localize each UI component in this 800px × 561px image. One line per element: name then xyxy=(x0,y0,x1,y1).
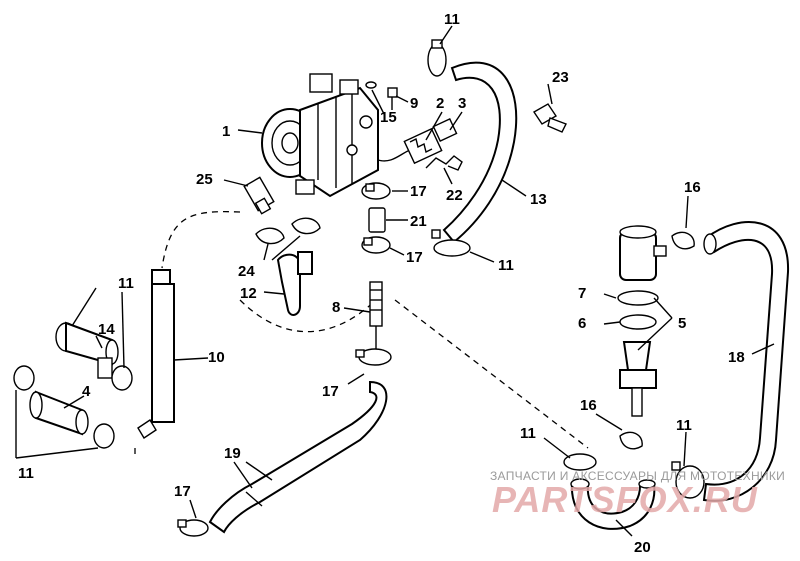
vent-fitting xyxy=(533,103,567,133)
fuel-fitting xyxy=(377,118,458,165)
hose-upper xyxy=(442,61,518,244)
watermark-logo: PARTSFOX.RU xyxy=(492,479,758,520)
elbow-hose-12-stub xyxy=(297,251,313,275)
fitting-4 xyxy=(13,365,115,449)
callout-11-top: 11 xyxy=(444,11,460,28)
o-ring-6 xyxy=(619,314,657,330)
callout-9: 9 xyxy=(410,95,418,112)
callout-11-left: 11 xyxy=(118,275,134,292)
check-valve xyxy=(243,176,275,215)
clamp-filter-17 xyxy=(355,348,392,366)
clamp-16-bottom xyxy=(619,431,643,450)
hose-u-20-end-b xyxy=(638,479,656,489)
callout-6: 6 xyxy=(578,315,586,332)
hose-lower-joint xyxy=(245,491,263,507)
primer-line-10 xyxy=(137,269,175,439)
fuel-route-pump-to-filter xyxy=(239,297,379,333)
clamp-mid xyxy=(431,229,471,257)
callout-19: 19 xyxy=(224,445,241,462)
fitting-14 xyxy=(55,321,133,391)
callout-5: 5 xyxy=(678,315,686,332)
callout-17-a: 17 xyxy=(410,183,427,200)
leader-lines xyxy=(15,25,775,537)
callout-20: 20 xyxy=(634,539,651,556)
callout-4: 4 xyxy=(82,383,91,400)
callout-11-bottom-right: 11 xyxy=(676,417,692,434)
callout-11-mid: 11 xyxy=(498,257,514,274)
hose-u-20-end-a xyxy=(570,478,590,490)
callout-3: 3 xyxy=(458,95,466,112)
callout-2: 2 xyxy=(436,95,444,112)
hose-right-18 xyxy=(702,221,790,502)
fuel-route-diagonal xyxy=(394,299,589,449)
clamp-upper-17 xyxy=(361,182,391,200)
hose-lower xyxy=(208,380,388,534)
wire-clip xyxy=(425,155,463,171)
fuel-route-left-loop xyxy=(161,211,241,269)
clamp-bottom-right xyxy=(671,461,705,499)
washer xyxy=(365,81,377,89)
fuel-pump-assembly xyxy=(261,73,379,198)
fuel-filter-5 xyxy=(619,225,667,417)
callout-17-d: 17 xyxy=(174,483,191,500)
callout-7: 7 xyxy=(578,285,586,302)
screw xyxy=(387,87,398,110)
callout-22: 22 xyxy=(446,187,463,204)
hose-short-21 xyxy=(368,207,386,233)
clamp-16-right xyxy=(671,231,695,250)
callout-15: 15 xyxy=(380,109,397,126)
clamp-bottom-mid xyxy=(563,453,597,471)
callout-11-bottom-left: 11 xyxy=(18,465,34,482)
callout-16-right: 16 xyxy=(684,179,701,196)
clamp-bottom-17 xyxy=(177,519,209,537)
callout-18: 18 xyxy=(728,349,745,366)
clamp-pair-24 xyxy=(255,217,321,245)
o-ring-7 xyxy=(617,290,659,306)
inline-filter xyxy=(369,281,383,352)
callout-14: 14 xyxy=(98,321,115,338)
clamp-top xyxy=(427,39,447,77)
callout-1: 1 xyxy=(222,123,230,140)
callout-10: 10 xyxy=(208,349,225,366)
callout-16-bottom: 16 xyxy=(580,397,597,414)
clamp-lower-17 xyxy=(361,236,391,254)
callout-23: 23 xyxy=(552,69,569,86)
callout-8: 8 xyxy=(332,299,340,316)
watermark-caption: ЗАПЧАСТИ И АКСЕССУАРЫ ДЛЯ МОТОТЕХНИКИ xyxy=(490,469,785,483)
hose-right-18-end xyxy=(703,233,717,255)
callout-13: 13 xyxy=(530,191,547,208)
callout-25: 25 xyxy=(196,171,213,188)
callout-24: 24 xyxy=(238,263,255,280)
callout-21: 21 xyxy=(410,213,427,230)
callout-17-c: 17 xyxy=(322,383,339,400)
callout-17-b: 17 xyxy=(406,249,423,266)
callout-12: 12 xyxy=(240,285,257,302)
elbow-hose-12 xyxy=(276,253,301,316)
callout-11-bottom-mid: 11 xyxy=(520,425,536,442)
